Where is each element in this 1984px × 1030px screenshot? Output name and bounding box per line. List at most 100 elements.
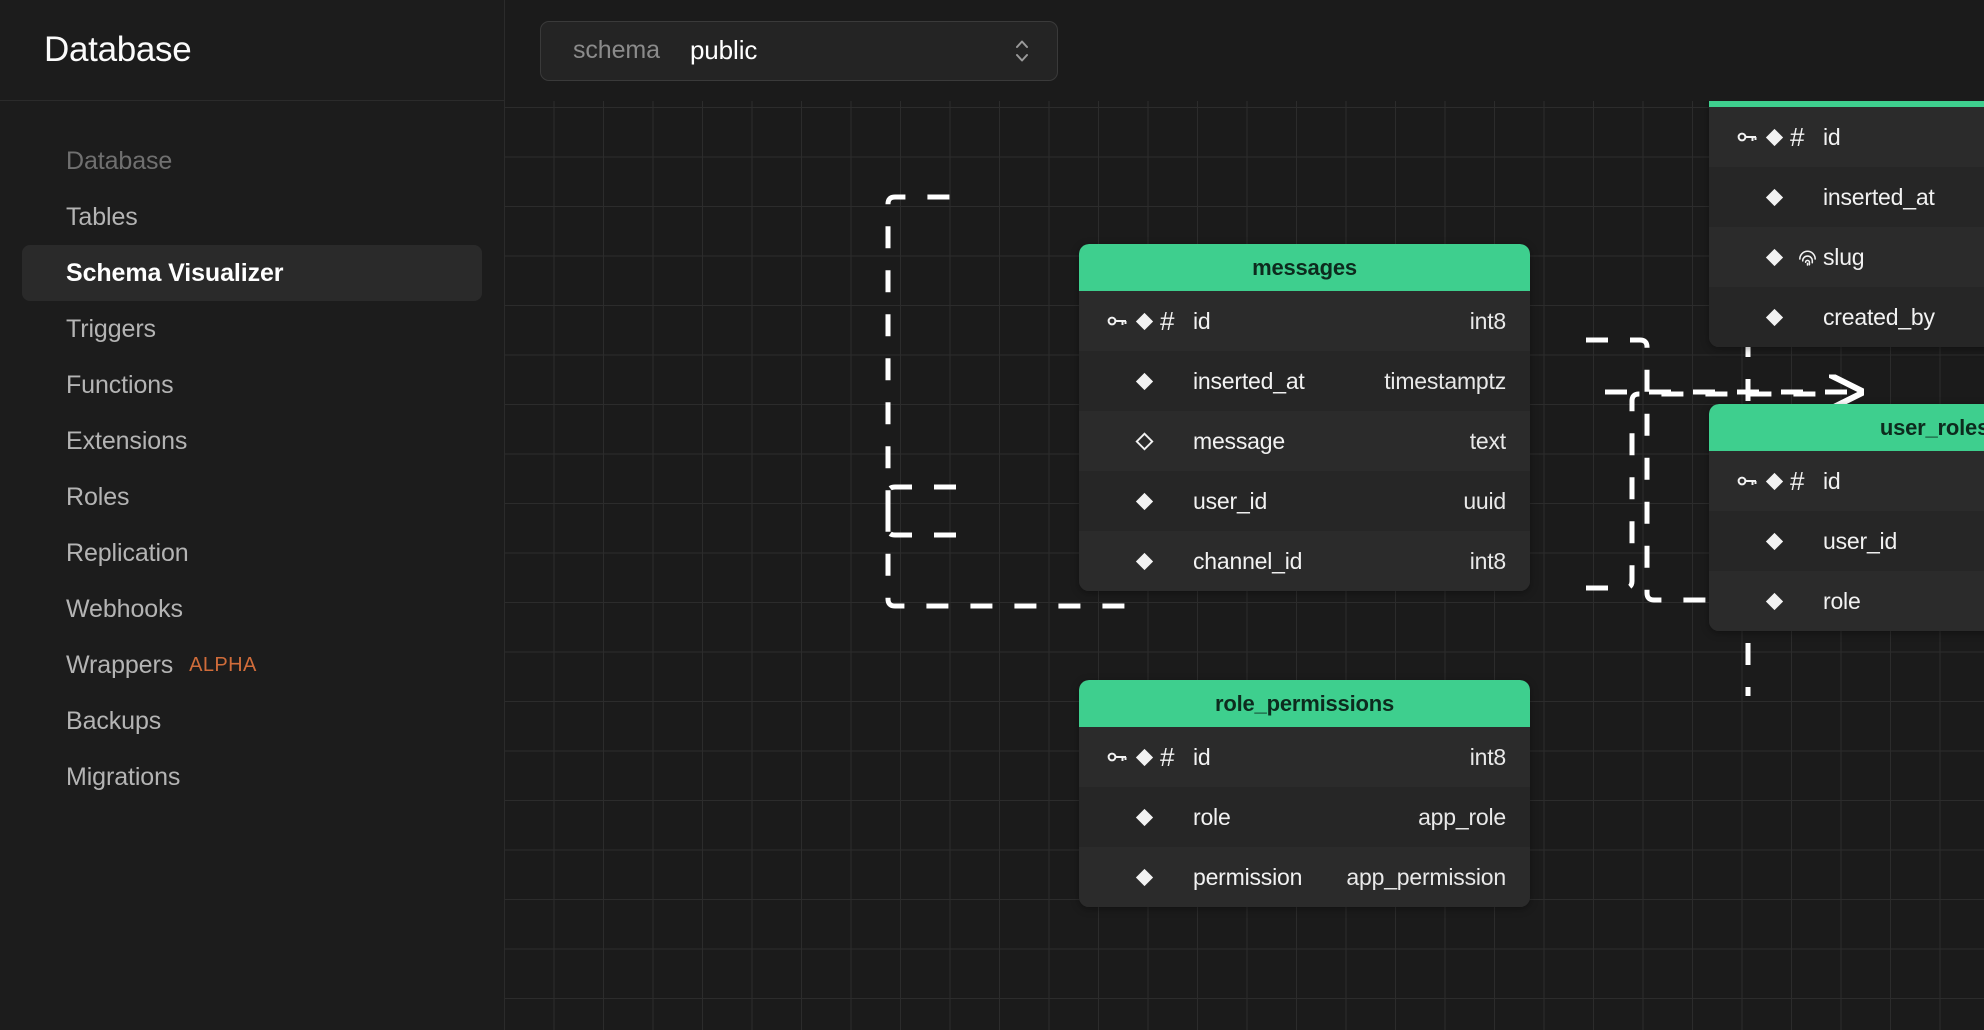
table-row[interactable]: permission app_permission	[1079, 847, 1530, 907]
column-name: id	[1823, 467, 1841, 494]
column-type: int8	[1469, 743, 1506, 770]
column-type: int8	[1469, 547, 1506, 574]
table-row[interactable]: inserted_at timestamptz	[1709, 167, 1984, 227]
not-null-diamond-icon	[1134, 551, 1155, 572]
column-name: slug	[1823, 243, 1865, 270]
not-null-diamond-icon	[1764, 471, 1785, 492]
numeric-hash-icon: #	[1790, 466, 1805, 496]
table-row[interactable]: # id int8	[1079, 291, 1530, 351]
sidebar-item-label: Tables	[66, 202, 138, 231]
numeric-hash-icon: #	[1160, 742, 1175, 772]
sidebar-item-label: Roles	[66, 482, 130, 511]
row-icon-group	[1105, 807, 1193, 828]
sidebar-item-label: Webhooks	[66, 594, 183, 623]
table-node-messages[interactable]: messages # id	[1079, 244, 1530, 591]
table-row[interactable]: user_id uuid	[1079, 471, 1530, 531]
sidebar-item-roles[interactable]: Roles	[22, 469, 482, 525]
row-icon-group: #	[1105, 744, 1193, 770]
table-node-user-roles[interactable]: user_roles # id	[1709, 404, 1984, 631]
column-type: timestamptz	[1384, 367, 1506, 394]
not-null-diamond-icon	[1764, 591, 1785, 612]
row-icon-group	[1105, 371, 1193, 392]
sidebar-item-label: Triggers	[66, 314, 156, 343]
column-name: role	[1823, 587, 1861, 614]
not-null-diamond-icon	[1134, 747, 1155, 768]
table-name: user_roles	[1879, 414, 1984, 440]
column-name: inserted_at	[1823, 183, 1935, 210]
table-columns: # id int8 user_id uuid	[1709, 451, 1984, 631]
table-row[interactable]: # id int8	[1709, 451, 1984, 511]
table-row[interactable]: role app_role	[1079, 787, 1530, 847]
sidebar-item-label: Wrappers	[66, 650, 174, 679]
row-icon-group: #	[1735, 468, 1823, 494]
canvas-toolbar: schema public	[505, 0, 1984, 101]
schema-select[interactable]: schema public	[540, 20, 1058, 81]
status-badge-alpha: ALPHA	[189, 653, 257, 676]
row-icon-group: #	[1735, 124, 1823, 150]
table-node-header: role_permissions	[1079, 680, 1530, 727]
page-title: Database	[44, 30, 192, 69]
sidebar-item-label: Backups	[66, 706, 162, 735]
sidebar-item-label: Migrations	[66, 762, 181, 791]
not-null-diamond-icon	[1764, 307, 1785, 328]
sidebar-item-replication[interactable]: Replication	[22, 525, 482, 581]
column-name: created_by	[1823, 303, 1935, 330]
primary-key-icon	[1105, 309, 1129, 333]
numeric-hash-icon: #	[1790, 122, 1805, 152]
not-null-diamond-icon	[1764, 531, 1785, 552]
column-name: id	[1193, 743, 1211, 770]
table-node-header: user_roles	[1709, 404, 1984, 451]
sidebar-item-backups[interactable]: Backups	[22, 693, 482, 749]
sidebar-item-triggers[interactable]: Triggers	[22, 301, 482, 357]
sidebar-item-functions[interactable]: Functions	[22, 357, 482, 413]
column-type: app_role	[1418, 803, 1506, 830]
table-row[interactable]: # id int8	[1079, 727, 1530, 787]
table-name: role_permissions	[1215, 690, 1394, 716]
sidebar-item-tables[interactable]: Tables	[22, 189, 482, 245]
table-columns: # id int8 inserted_at timestamptz	[1709, 107, 1984, 347]
schema-select-label: schema	[573, 36, 660, 64]
not-null-diamond-icon	[1134, 491, 1155, 512]
table-row[interactable]: slug text	[1709, 227, 1984, 287]
row-icon-group	[1735, 307, 1823, 328]
table-row[interactable]: user_id uuid	[1709, 511, 1984, 571]
table-row[interactable]: role app_role	[1709, 571, 1984, 631]
primary-key-icon	[1735, 469, 1759, 493]
table-node-role-permissions[interactable]: role_permissions #	[1079, 680, 1530, 907]
table-row[interactable]: inserted_at timestamptz	[1079, 351, 1530, 411]
table-row[interactable]: message text	[1079, 411, 1530, 471]
sidebar-header: Database	[0, 0, 504, 101]
column-name: id	[1193, 307, 1211, 334]
unique-fingerprint-icon	[1796, 246, 1819, 269]
sidebar-nav: Database Tables Schema Visualizer Trigge…	[0, 101, 504, 805]
table-row[interactable]: # id int8	[1709, 107, 1984, 167]
row-icon-group	[1735, 187, 1823, 208]
column-type: text	[1469, 427, 1506, 454]
column-name: channel_id	[1193, 547, 1303, 574]
table-row[interactable]: created_by uuid	[1709, 287, 1984, 347]
primary-key-icon	[1735, 125, 1759, 149]
sidebar-item-label: Database	[66, 146, 173, 175]
column-type: app_permission	[1346, 863, 1506, 890]
sidebar-item-label: Extensions	[66, 426, 188, 455]
primary-key-icon	[1105, 745, 1129, 769]
sidebar-item-webhooks[interactable]: Webhooks	[22, 581, 482, 637]
sidebar-item-wrappers[interactable]: Wrappers ALPHA	[22, 637, 482, 693]
sidebar-item-migrations[interactable]: Migrations	[22, 749, 482, 805]
sidebar-item-label: Schema Visualizer	[66, 258, 284, 287]
schema-canvas[interactable]: messages # id	[505, 0, 1984, 1030]
not-null-diamond-icon	[1134, 867, 1155, 888]
column-name: user_id	[1823, 527, 1898, 554]
table-node-header: messages	[1079, 244, 1530, 291]
table-name: messages	[1252, 254, 1357, 280]
table-node-channels[interactable]: channels # id	[1709, 60, 1984, 347]
row-icon-group	[1105, 491, 1193, 512]
column-type: uuid	[1463, 487, 1506, 514]
sidebar-item-extensions[interactable]: Extensions	[22, 413, 482, 469]
row-icon-group	[1735, 246, 1823, 269]
table-row[interactable]: channel_id int8	[1079, 531, 1530, 591]
table-columns: # id int8 role app_role	[1079, 727, 1530, 907]
column-name: inserted_at	[1193, 367, 1305, 394]
sidebar-item-schema-visualizer[interactable]: Schema Visualizer	[22, 245, 482, 301]
column-type: int8	[1469, 307, 1506, 334]
